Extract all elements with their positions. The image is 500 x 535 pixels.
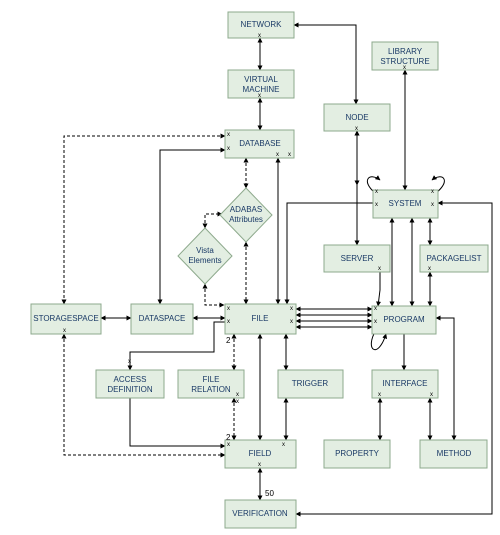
node-database: DATABASE [224,129,295,159]
svg-text:x: x [375,202,378,208]
node-adabas-attributes: ADABAS Attributes [219,187,273,243]
node-virtual-machine-label-2: MACHINE [243,85,280,94]
node-access-definition: ACCESS DEFINITION [95,369,165,399]
node-relation-label-1: FILE [203,375,220,384]
node-access-label-2: DEFINITION [107,385,153,394]
node-file: FILE [224,303,297,335]
node-trigger: TRIGGER [277,369,344,399]
node-dataspace-label: DATASPACE [139,314,186,323]
node-relation-label-2: RELATION [191,385,231,394]
svg-text:x: x [63,328,66,334]
edge-network-node [293,22,359,105]
node-virtual-machine: VIRTUAL MACHINE [227,69,295,99]
node-program: PROGRAM [371,305,437,335]
edge-program-method [435,315,457,441]
svg-text:x: x [128,359,131,365]
svg-text:x: x [374,319,377,325]
node-network: NETWORK [227,11,295,39]
svg-text:x: x [378,266,381,272]
node-library-structure: LIBRARY STRUCTURE [371,41,439,71]
node-database-label: DATABASE [239,139,281,148]
node-library-label-1: LIBRARY [388,47,423,56]
node-interface-label: INTERFACE [383,379,428,388]
node-virtual-machine-label-1: VIRTUAL [244,75,278,84]
node-vista-label-2: Elements [188,256,221,265]
node-server: SERVER [323,244,391,273]
svg-text:x: x [288,152,291,158]
svg-text:x: x [403,65,406,71]
svg-text:x: x [355,126,358,132]
node-method-label: METHOD [437,449,472,458]
node-storagespace: STORAGESPACE [30,303,102,335]
node-adabas-label-1: ADABAS [230,205,262,214]
node-file-label: FILE [252,314,269,323]
node-program-label: PROGRAM [383,315,425,324]
node-field: FIELD [224,439,297,469]
svg-text:x: x [290,319,293,325]
edge-server-program [376,272,382,307]
edge-vista-adabas [202,211,223,229]
node-adabas-label-2: Attributes [229,215,263,224]
edge-storagespace-field [61,333,226,458]
connection-markers: x x x x x x x x x x x x x x x x x x x x … [63,33,434,468]
edge-accessdef-field [129,398,226,449]
svg-text:x: x [227,319,230,325]
edge-vista-file [202,283,225,308]
edge-system-loop-right [431,175,445,194]
edge-system-verification [295,200,493,517]
node-access-label-1: ACCESS [114,375,147,384]
node-node: NODE [323,103,391,132]
node-library-label-2: STRUCTURE [380,57,429,66]
node-packagelist-label: PACKAGELIST [427,254,482,263]
svg-text:x: x [431,189,434,195]
svg-text:x: x [236,392,239,398]
node-property: PROPERTY [323,439,391,469]
node-interface: INTERFACE [371,369,439,399]
cardinality-file-relation: 2 [226,336,231,345]
node-vista-label-1: Vista [196,246,214,255]
edge-database-dataspace [157,147,226,305]
svg-text:x: x [258,33,261,39]
cardinality-relation-field: 2 [226,433,231,442]
svg-text:x: x [282,442,285,448]
svg-text:x: x [227,132,230,138]
node-system-label: SYSTEM [389,199,422,208]
connector-lines [61,22,493,517]
cardinality-field-verification: 50 [265,489,274,498]
node-method: METHOD [419,439,488,469]
node-verification-label: VERIFICATION [232,509,288,518]
node-storagespace-label: STORAGESPACE [33,314,99,323]
node-network-label: NETWORK [241,20,283,29]
node-property-label: PROPERTY [335,449,380,458]
svg-text:x: x [430,392,433,398]
node-verification: VERIFICATION [224,499,297,529]
svg-text:x: x [290,306,293,312]
node-node-label: NODE [345,113,368,122]
svg-text:x: x [375,189,378,195]
edge-database-storagespace [61,133,226,305]
node-packagelist: PACKAGELIST [419,244,489,273]
svg-text:x: x [378,392,381,398]
svg-text:x: x [227,442,230,448]
node-dataspace: DATASPACE [130,303,194,335]
svg-text:x: x [227,146,230,152]
node-server-label: SERVER [341,254,374,263]
node-trigger-label: TRIGGER [292,379,329,388]
svg-text:x: x [374,306,377,312]
svg-text:x: x [258,93,261,99]
edge-system-loop-left [366,175,381,194]
node-field-label: FIELD [249,449,272,458]
node-system: SYSTEM [372,189,439,219]
svg-text:x: x [428,266,431,272]
svg-text:x: x [276,152,279,158]
svg-text:x: x [227,306,230,312]
node-file-relation: FILE RELATION [177,369,245,399]
node-vista-elements: Vista Elements [177,227,233,285]
svg-text:x: x [258,462,261,468]
svg-text:x: x [236,399,239,405]
svg-text:x: x [431,202,434,208]
